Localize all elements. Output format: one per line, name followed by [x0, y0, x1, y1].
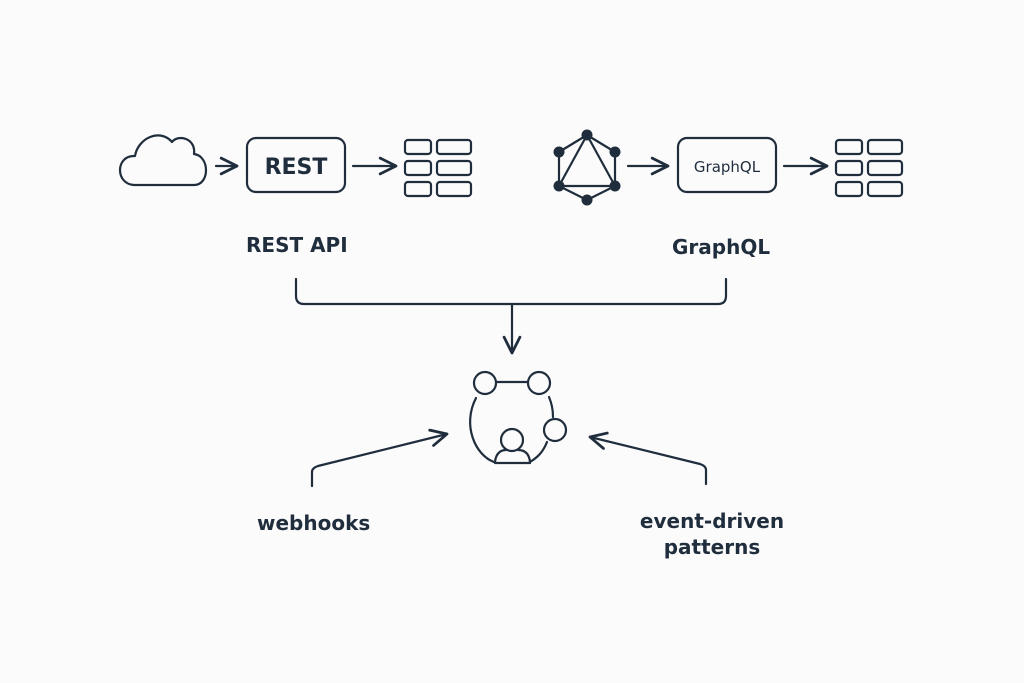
table-grid-icon — [834, 138, 904, 198]
graphql-box: GraphQL — [676, 136, 778, 194]
rest-api-label: REST API — [246, 233, 348, 257]
table-grid-icon — [403, 138, 473, 198]
table-cell — [403, 159, 433, 177]
table-cell — [403, 180, 433, 198]
table-cell — [435, 138, 473, 156]
table-cell — [834, 180, 864, 198]
table-cell — [403, 138, 433, 156]
table-cell — [866, 180, 904, 198]
rest-box: REST — [245, 136, 347, 194]
cloud-icon — [119, 134, 208, 187]
event-driven-label: event-driven patterns — [632, 509, 792, 559]
event-driven-label-line2: patterns — [663, 535, 761, 559]
rest-box-text: REST — [265, 155, 328, 180]
webhooks-label: webhooks — [257, 511, 371, 535]
table-cell — [834, 138, 864, 156]
table-cell — [435, 159, 473, 177]
graphql-label: GraphQL — [672, 235, 771, 259]
arrow-webhooks-to-community — [310, 428, 449, 488]
table-cell — [834, 159, 864, 177]
arrow-events-to-community — [588, 431, 708, 486]
community-nodes-icon — [469, 370, 568, 465]
table-cell — [866, 159, 904, 177]
merge-bracket — [294, 277, 728, 306]
table-cell — [435, 180, 473, 198]
table-cell — [866, 138, 904, 156]
event-driven-label-line1: event-driven — [639, 509, 785, 533]
graphql-logo-icon — [553, 129, 621, 206]
graphql-box-text: GraphQL — [694, 158, 761, 176]
